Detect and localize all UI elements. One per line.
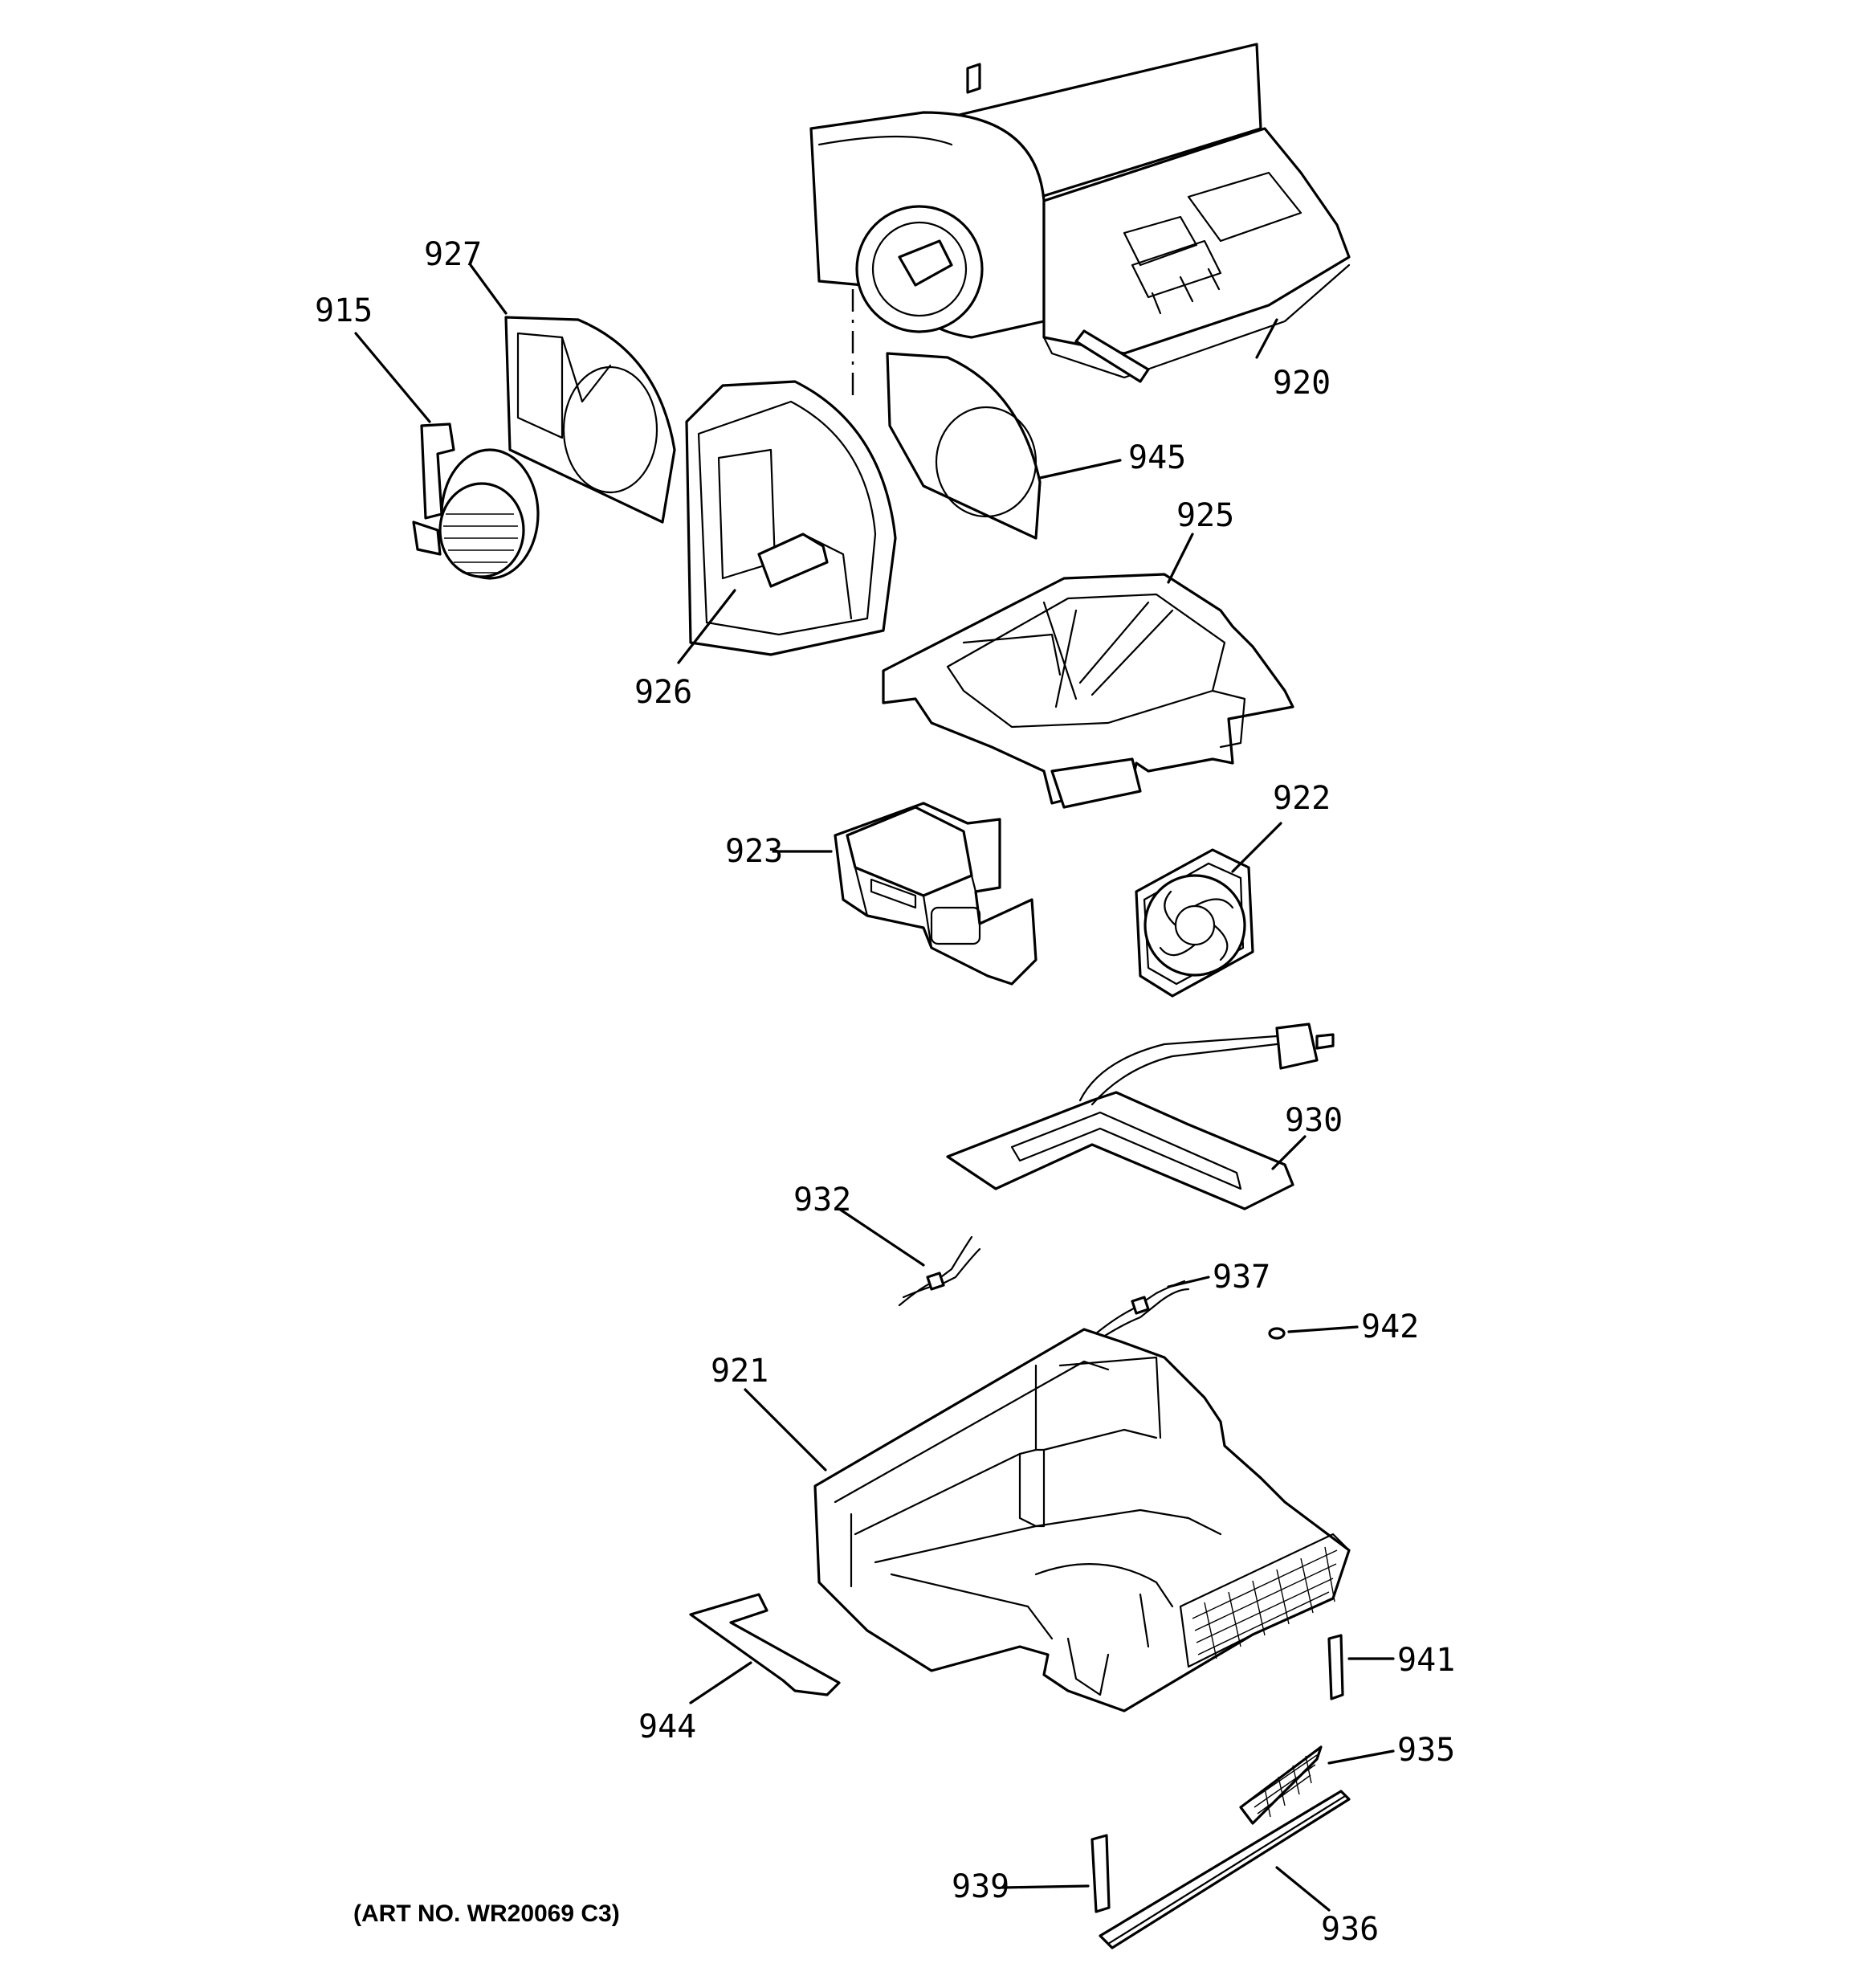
callout-921: 921 <box>711 1353 768 1390</box>
callout-937: 937 <box>1213 1259 1270 1296</box>
part-920-housing-assembly <box>809 43 1351 383</box>
callout-932: 932 <box>793 1182 851 1219</box>
part-927-gasket <box>504 316 676 524</box>
callout-920: 920 <box>1273 365 1331 402</box>
part-922-cooling-fan <box>1135 848 1254 998</box>
callout-923: 923 <box>725 833 783 870</box>
part-942-nut <box>1268 1327 1286 1340</box>
leader-925 <box>1167 533 1194 584</box>
leader-945 <box>1038 459 1122 480</box>
callout-915: 915 <box>315 292 373 329</box>
leader-937 <box>1167 1276 1210 1288</box>
art-number: (ART NO. WR20069 C3) <box>353 1900 620 1927</box>
leader-936 <box>1275 1866 1331 1912</box>
leader-935 <box>1327 1749 1395 1765</box>
leader-922 <box>1231 822 1282 873</box>
callout-941: 941 <box>1397 1642 1455 1679</box>
callout-labels: 915 927 920 945 925 926 923 922 930 932 … <box>315 236 1455 1948</box>
callout-922: 922 <box>1273 780 1331 817</box>
leader-920 <box>1255 318 1278 359</box>
part-937-wire-connector <box>1095 1280 1190 1343</box>
callout-944: 944 <box>638 1708 696 1745</box>
part-925-base-tray <box>882 573 1294 809</box>
part-941-strip <box>1327 1634 1344 1700</box>
leader-921 <box>744 1388 827 1472</box>
part-939-strip <box>1090 1834 1111 1913</box>
callout-942: 942 <box>1361 1308 1419 1345</box>
part-945-gasket <box>886 352 1042 540</box>
callout-935: 935 <box>1397 1732 1455 1769</box>
leader-927 <box>469 263 508 315</box>
part-923-control-module <box>834 802 1037 986</box>
callout-926: 926 <box>634 674 692 711</box>
part-932-wire-connector <box>898 1235 981 1307</box>
part-935-grille <box>1239 1745 1323 1825</box>
callout-945: 945 <box>1128 439 1186 476</box>
leader-942 <box>1287 1325 1359 1333</box>
leader-944 <box>689 1661 752 1704</box>
part-921-ice-bucket <box>813 1328 1351 1712</box>
callout-936: 936 <box>1321 1911 1379 1948</box>
callout-925: 925 <box>1176 497 1234 534</box>
leader-lines <box>354 263 1395 1912</box>
leader-930 <box>1271 1135 1307 1170</box>
leader-939 <box>1001 1884 1090 1889</box>
leader-932 <box>838 1207 925 1267</box>
part-944-pad <box>689 1593 841 1696</box>
leader-915 <box>354 332 431 423</box>
part-936-strip <box>1099 1790 1351 1949</box>
callout-939: 939 <box>952 1868 1009 1905</box>
part-926-air-duct <box>685 380 897 656</box>
part-930-heater <box>946 1023 1335 1210</box>
leader-926 <box>677 589 736 664</box>
callout-930: 930 <box>1285 1102 1343 1139</box>
part-915-fan-motor <box>412 423 540 580</box>
callout-927: 927 <box>424 236 482 273</box>
